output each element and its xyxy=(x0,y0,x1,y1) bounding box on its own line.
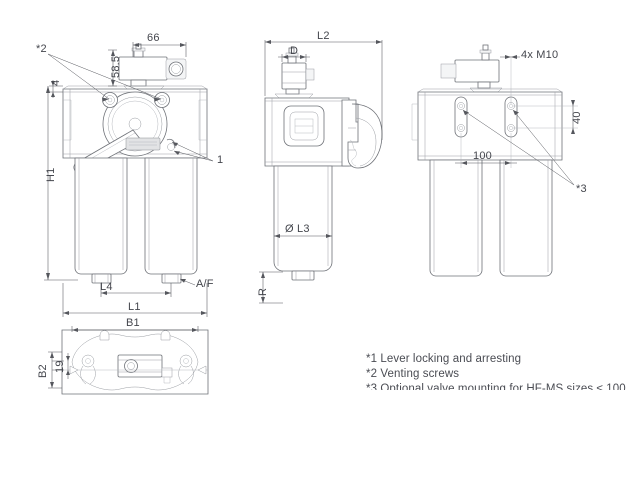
label-19: 19 xyxy=(54,360,66,373)
dim-front-4 xyxy=(49,80,63,98)
label-a-f: A/F xyxy=(196,278,214,290)
bottom-plan-view xyxy=(48,326,209,395)
leader-venting-screws xyxy=(47,53,162,102)
label-diameter-l3: Ø L3 xyxy=(285,223,310,235)
rear-elevation-view xyxy=(411,44,578,277)
front-elevation-view xyxy=(44,42,214,317)
label-l2: L2 xyxy=(317,30,330,42)
label-66: 66 xyxy=(147,32,160,44)
label-star-2: *2 xyxy=(36,43,47,55)
label-l1: L1 xyxy=(128,301,141,313)
label-1: 1 xyxy=(217,154,224,166)
dim-side-r xyxy=(259,271,283,304)
dim-side-d xyxy=(278,54,310,62)
side-valve-block xyxy=(274,47,315,99)
front-filter-bowls xyxy=(74,157,198,284)
dim-rear-100 xyxy=(455,133,517,168)
label-58-5: 58.5 xyxy=(110,55,122,78)
leader-across-flats xyxy=(179,278,196,286)
label-star-3: *3 xyxy=(576,183,587,195)
dim-front-66 xyxy=(132,42,187,57)
dim-plan-19 xyxy=(52,353,70,379)
leader-lever-locking xyxy=(171,141,214,162)
label-d: D xyxy=(290,45,299,57)
footnotes-block: *1 Lever locking and arresting *2 Ventin… xyxy=(366,352,634,390)
dim-side-l3 xyxy=(274,234,332,238)
dim-front-l4 xyxy=(100,283,172,297)
rear-filter-head xyxy=(411,88,563,161)
label-r: R xyxy=(257,287,269,296)
footnote-2: *2 Venting screws xyxy=(366,368,460,380)
dim-front-l1 xyxy=(62,283,208,317)
dim-rear-40 xyxy=(513,100,578,134)
dim-side-l2 xyxy=(264,40,383,140)
label-4: 4 xyxy=(50,79,62,86)
plan-mount-eye-left xyxy=(80,354,96,385)
label-b2: B2 xyxy=(37,364,49,378)
plan-mount-eye-right xyxy=(178,354,194,385)
label-h1: H1 xyxy=(45,167,57,182)
dim-plan-b2 xyxy=(48,351,62,389)
leader-optional-valve-mounting xyxy=(462,109,575,186)
dim-plan-b1 xyxy=(71,326,199,332)
rear-valve-block xyxy=(440,44,503,93)
label-l4: L4 xyxy=(100,281,113,293)
dim-rear-m10 xyxy=(500,55,520,104)
rear-filter-bowls xyxy=(429,159,553,277)
label-4x-m10: 4x M10 xyxy=(521,49,559,61)
label-100: 100 xyxy=(473,150,492,162)
side-filter-head xyxy=(264,97,383,169)
footnote-1: *1 Lever locking and arresting xyxy=(366,353,522,365)
footnote-3: *3 Optional valve mounting for HF-MS siz… xyxy=(366,383,626,390)
label-b1: B1 xyxy=(126,317,140,329)
side-filter-bowl xyxy=(273,165,333,281)
dim-front-h1 xyxy=(44,86,78,281)
front-valve-block xyxy=(118,43,187,91)
side-elevation-view xyxy=(259,40,383,304)
label-40: 40 xyxy=(571,111,583,124)
rear-mount-pad-left xyxy=(454,96,468,138)
